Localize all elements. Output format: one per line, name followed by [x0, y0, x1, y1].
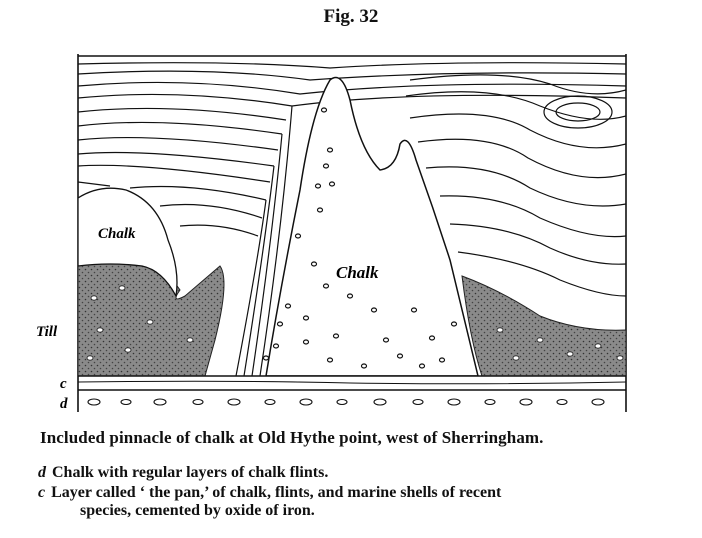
legend-item-c: c Layer called ‘ the pan,’ of chalk, flin…: [38, 484, 678, 520]
chalk-flint-layer-d: [88, 399, 604, 405]
label-chalk-center: Chalk: [336, 263, 379, 282]
legend-item-d: d Chalk with regular layers of chalk flin…: [38, 464, 328, 482]
legend-text-c: Layer called ‘ the pan,’ of chalk, flint…: [51, 484, 501, 501]
till-left-area: [78, 258, 224, 376]
till-right-area: [462, 276, 626, 376]
legend-key-d: d: [38, 464, 46, 481]
pan-layer-c: [78, 376, 626, 390]
geologic-section-drawing: Chalk Chalk Till c d: [30, 40, 640, 420]
label-chalk-left: Chalk: [98, 226, 136, 242]
legend-key-c: c: [38, 484, 45, 501]
label-c: c: [60, 376, 67, 392]
label-d: d: [60, 396, 68, 412]
legend-text-d: Chalk with regular layers of chalk flint…: [52, 464, 328, 481]
chalk-pinnacle: [266, 78, 478, 377]
label-till: Till: [36, 324, 58, 340]
figure-title: Fig. 32: [0, 6, 702, 28]
legend-text-c-continued: species, cemented by oxide of iron.: [38, 502, 678, 520]
figure-caption: Included pinnacle of chalk at Old Hythe …: [40, 428, 544, 448]
